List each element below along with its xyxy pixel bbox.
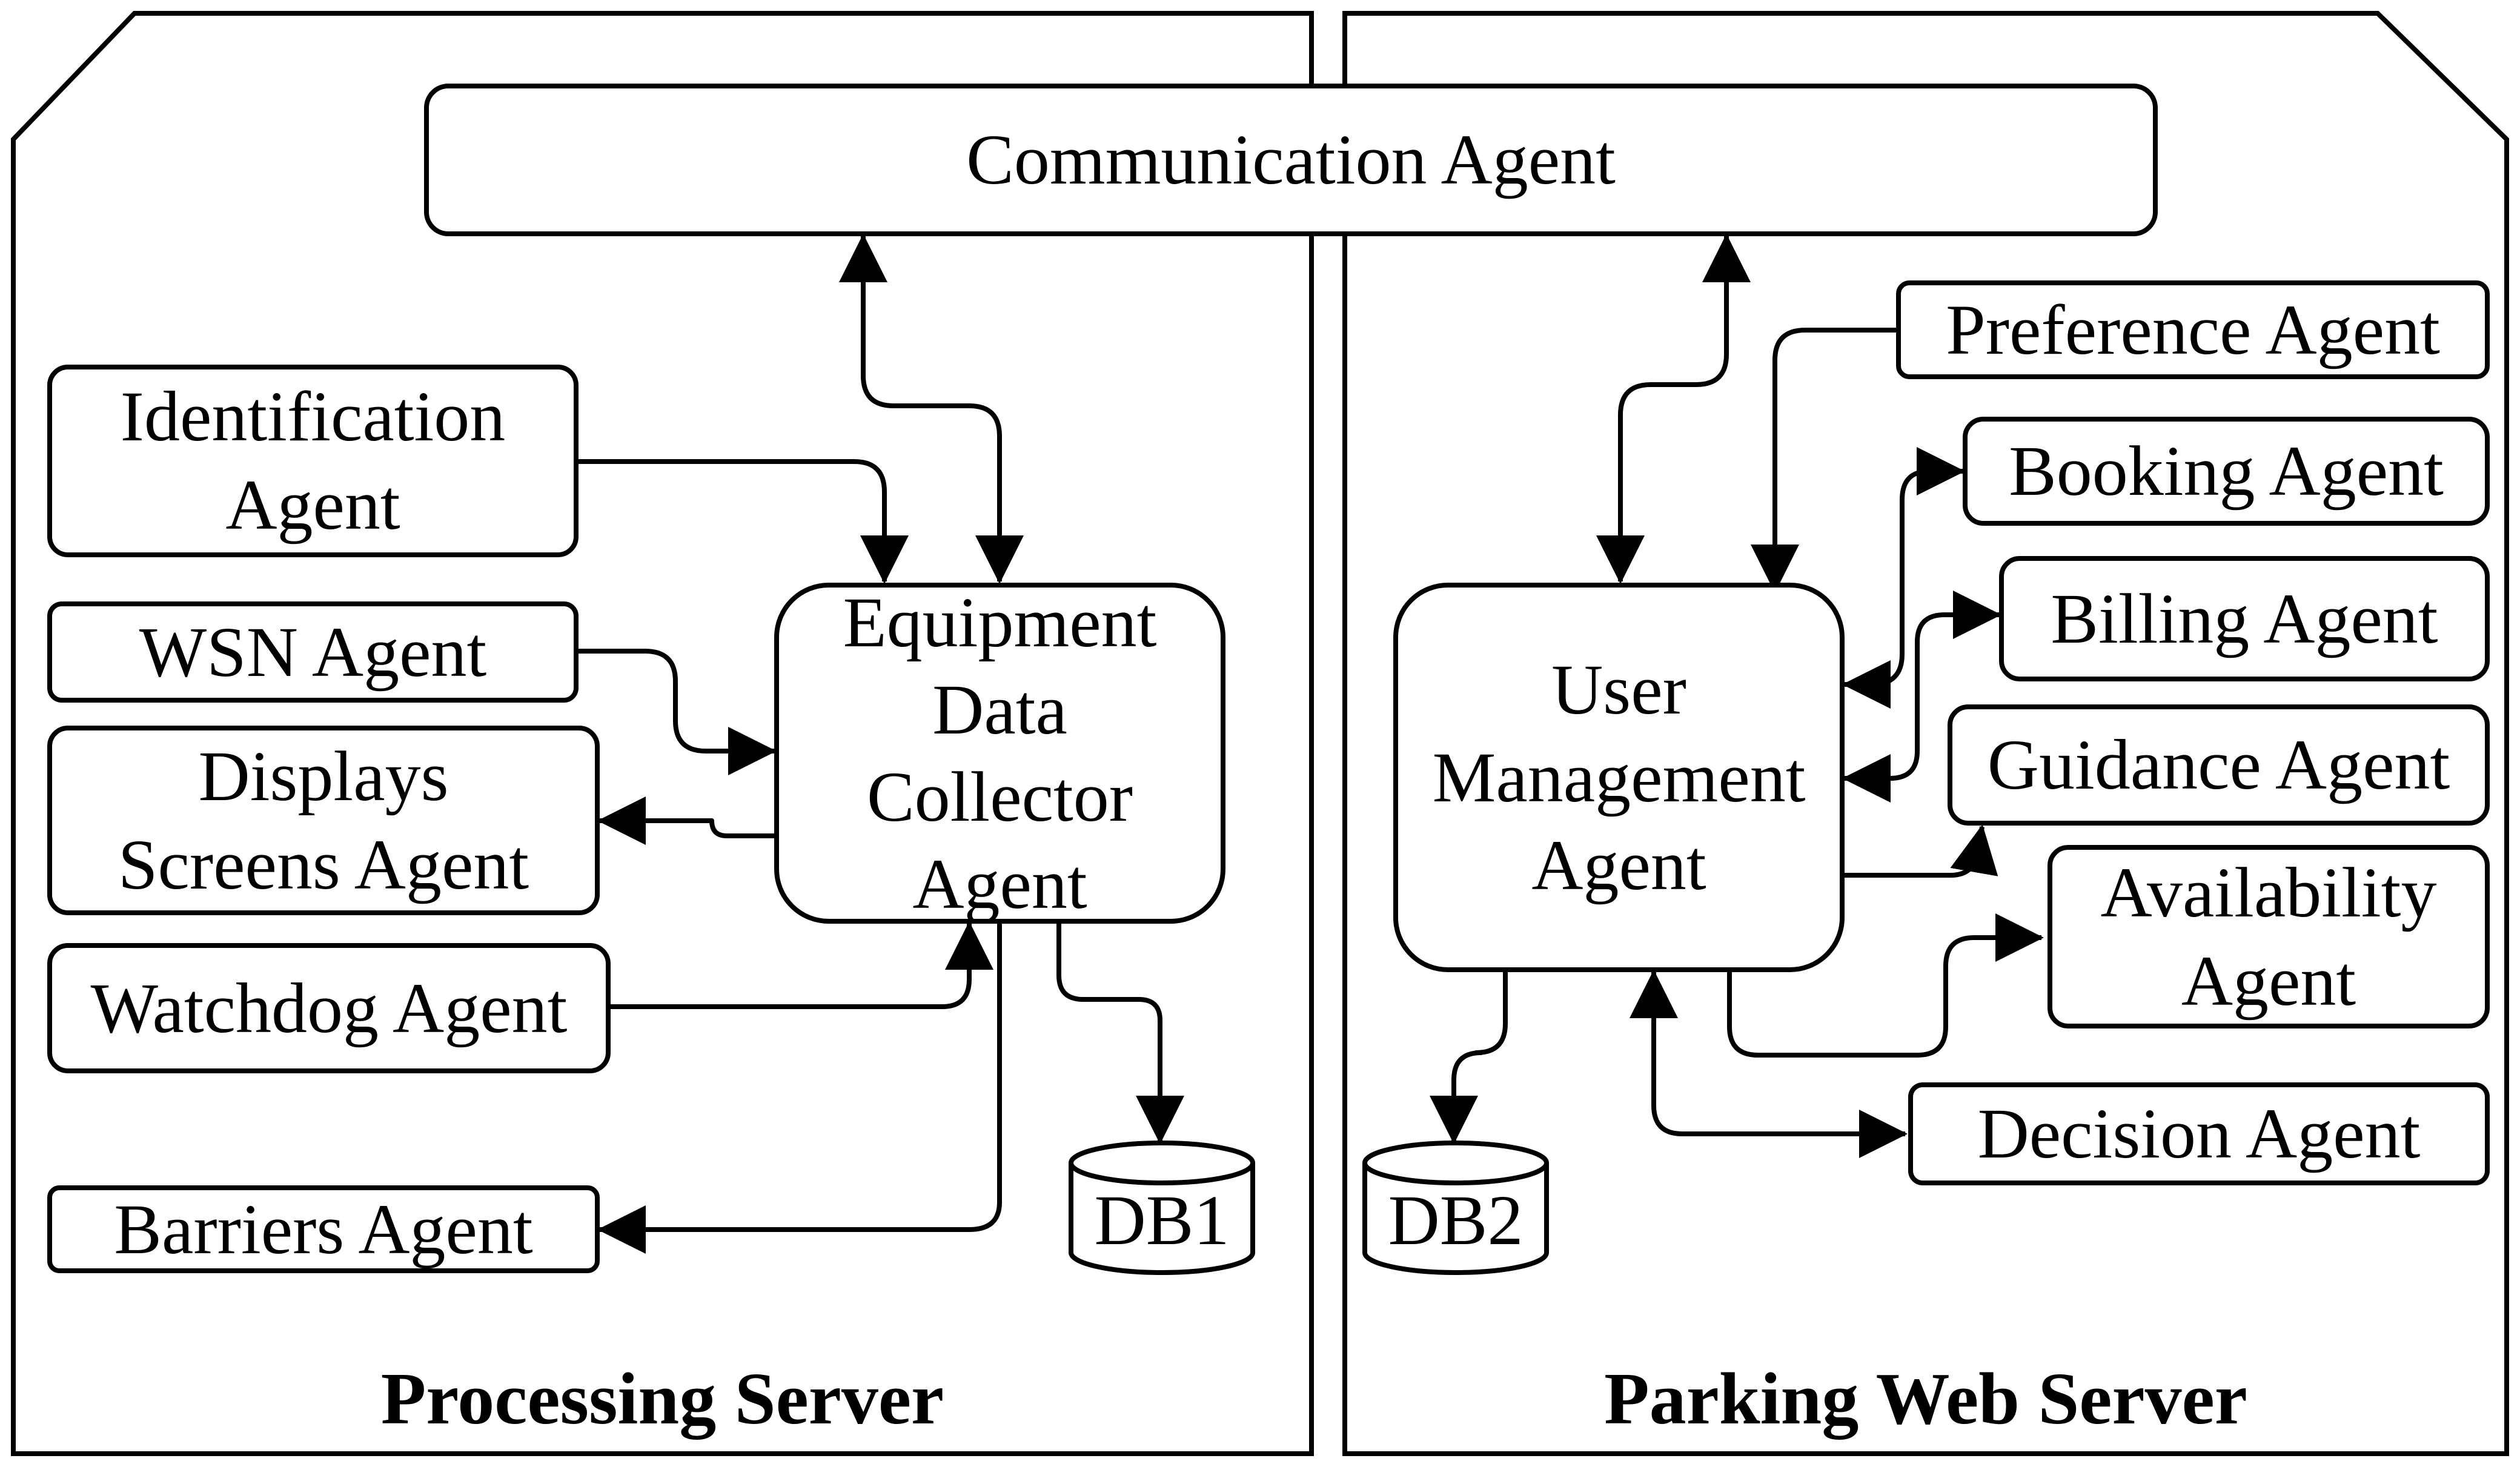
agent-label-line: Agent: [225, 465, 400, 545]
web-server-label: Parking Web Server: [1604, 1358, 2247, 1440]
connector-equipment-barriers: [597, 924, 1002, 1254]
agent-label-line: Displays: [198, 736, 449, 816]
connector-user-management-billing: [1842, 591, 2001, 803]
agent-label-line: Data: [932, 669, 1067, 749]
agent-label-line: WSN Agent: [139, 612, 487, 692]
connector-equipment-displays: [597, 796, 774, 845]
connector-communication-user-management: [1596, 234, 1751, 584]
agent-label-line: Collector: [866, 757, 1133, 836]
agent-label-line: Guidance Agent: [1987, 725, 2450, 804]
connector-preference-user-management: [1751, 328, 1896, 593]
processing-server-label: Processing Server: [380, 1358, 944, 1440]
agent-label-line: Screens Agent: [118, 824, 529, 904]
agent-label-line: Billing Agent: [2051, 578, 2438, 658]
agent-label-line: Agent: [1531, 826, 1706, 905]
agent-label-line: Barriers Agent: [114, 1189, 533, 1269]
wsn-agent[interactable]: WSN Agent: [47, 601, 579, 703]
agent-label-line: Watchdog Agent: [90, 968, 568, 1048]
agent-label-line: Booking Agent: [2009, 431, 2444, 511]
connector-user-management-booking: [1842, 447, 1965, 709]
guidance-agent[interactable]: Guidance Agent: [1948, 704, 2490, 826]
agent-label-line: Agent: [2181, 941, 2356, 1021]
agent-label-line: Communication Agent: [966, 120, 1616, 199]
processing-server-frame: [11, 11, 1314, 1456]
connector-watchdog-equipment: [611, 921, 993, 1009]
connector-equipment-db1: [1056, 924, 1184, 1144]
agent-label-line: Availability: [2100, 852, 2437, 932]
agent-label-line: Identification: [120, 377, 506, 456]
agent-label-line: Agent: [912, 844, 1087, 924]
db2-cylinder: [1362, 1141, 1549, 1275]
connector-user-management-decision: [1630, 970, 1908, 1158]
web-server-frame: [1342, 11, 2509, 1456]
billing-agent[interactable]: Billing Agent: [1999, 556, 2490, 681]
watchdog-agent[interactable]: Watchdog Agent: [47, 943, 611, 1073]
db1-label: DB1: [1094, 1181, 1230, 1260]
agent-label-line: User: [1551, 650, 1686, 729]
connector-identification-equipment: [579, 459, 909, 584]
connector-user-management-guidance: [1845, 824, 1998, 878]
booking-agent[interactable]: Booking Agent: [1963, 417, 2490, 526]
connector-communication-equipment: [839, 234, 1024, 584]
preference-agent[interactable]: Preference Agent: [1896, 280, 2490, 379]
agent-label-line: Management: [1432, 738, 1806, 817]
db1-cylinder: [1069, 1141, 1255, 1275]
agent-label-line: Decision Agent: [1977, 1094, 2421, 1173]
communication-agent[interactable]: Communication Agent: [424, 84, 2158, 236]
decision-agent[interactable]: Decision Agent: [1908, 1082, 2490, 1185]
agent-label-line: Equipment: [843, 582, 1157, 662]
connector-wsn-equipment: [579, 649, 777, 775]
connector-user-management-db2: [1430, 972, 1508, 1144]
db2-label: DB2: [1388, 1181, 1524, 1260]
agent-label-line: Preference Agent: [1946, 290, 2440, 369]
barriers-agent[interactable]: Barriers Agent: [47, 1185, 600, 1273]
